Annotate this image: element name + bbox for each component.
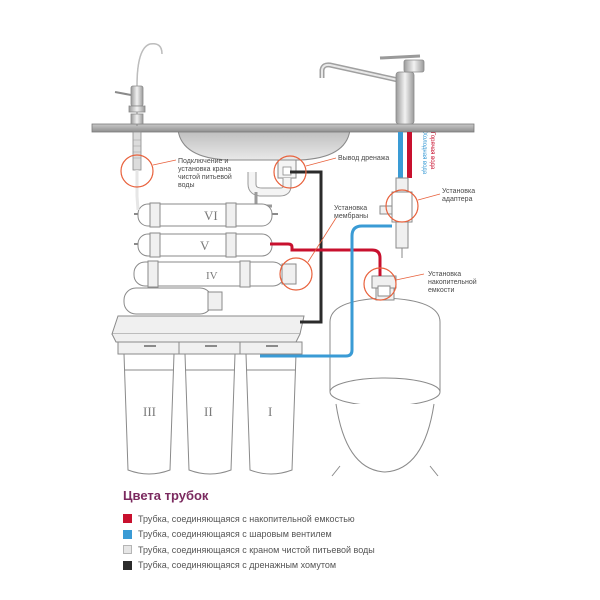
tube-color-legend: Цвета трубок Трубка, соединяющаяся с нак… [123,488,423,573]
pump-unit [123,287,223,315]
drain-outlet-label: Вывод дренажа [338,155,389,162]
stage-iii-label: III [143,404,156,419]
legend-text-valve: Трубка, соединяющаяся с шаровым вентилем [138,529,332,540]
membrane-install-label: Установка мембраны [334,205,369,220]
stage-v-cartridge: V [137,232,273,258]
legend-swatch-valve [123,529,132,539]
legend-item-drain: Трубка, соединяющаяся с дренажным хомуто… [123,558,423,574]
drinking-water-faucet [114,42,163,171]
tank-install-label: Установка накопительной емкости [428,271,479,294]
sink-drain [247,159,297,208]
legend-swatch-drain [123,560,132,570]
legend-text-tank: Трубка, соединяющаяся с накопительной ем… [138,513,355,524]
feed-adapter [379,177,413,258]
faucet-tube [135,170,140,211]
stage-iv-label: IV [206,270,218,282]
storage-tank [329,285,441,477]
stage-ii-label: II [204,404,213,419]
drain-tube [290,170,323,324]
legend-item-tank: Трубка, соединяющаяся с накопительной ем… [123,511,423,527]
cold-water-label: Холодная вода [421,132,427,175]
tank-leader [395,273,425,281]
kitchen-mixer-faucet [319,54,425,125]
stage-v-label: V [200,238,210,253]
adapter-leader [417,193,441,201]
stage-i-housing: I [239,341,303,475]
adapter-install-label: Установка адаптера [442,188,477,203]
stage-vi-cartridge: VI [137,202,273,228]
cold-water-line [398,132,403,178]
countertop [91,123,475,133]
hot-water-label: Горячая вода [429,132,435,170]
stage-iii-housing: III [117,341,181,475]
valve-tube [260,224,392,358]
stage-vi-label: VI [204,208,218,223]
legend-title: Цвета трубок [123,488,209,503]
membrane-callout [279,257,313,291]
faucet-callout [120,154,154,188]
sink-bowl [177,129,351,161]
legend-swatch-tank [123,514,132,524]
tank-tube [270,242,382,276]
membrane-leader [307,217,337,263]
drain-callout [273,155,307,189]
drain-leader [305,157,337,167]
legend-text-faucet: Трубка, соединяющаяся с краном чистой пи… [138,544,375,555]
hot-water-line [407,132,412,178]
tank-valve [371,275,397,297]
cartridge-fittings [134,213,278,245]
legend-item-faucet: Трубка, соединяющаяся с краном чистой пи… [123,542,423,558]
faucet-connection-label: Подключение и установка крана чистой пит… [178,158,234,189]
legend-text-drain: Трубка, соединяющаяся с дренажным хомуто… [138,560,337,571]
adapter-callout [385,189,419,223]
legend-swatch-faucet [123,545,132,555]
stage-iv-membrane: IV [133,260,297,288]
faucet-leader [152,159,177,166]
stage-i-label: I [268,404,272,419]
tank-callout [363,267,397,301]
stage-ii-housing: II [178,341,242,475]
legend-item-valve: Трубка, соединяющаяся с шаровым вентилем [123,527,423,543]
mounting-base [111,315,305,335]
